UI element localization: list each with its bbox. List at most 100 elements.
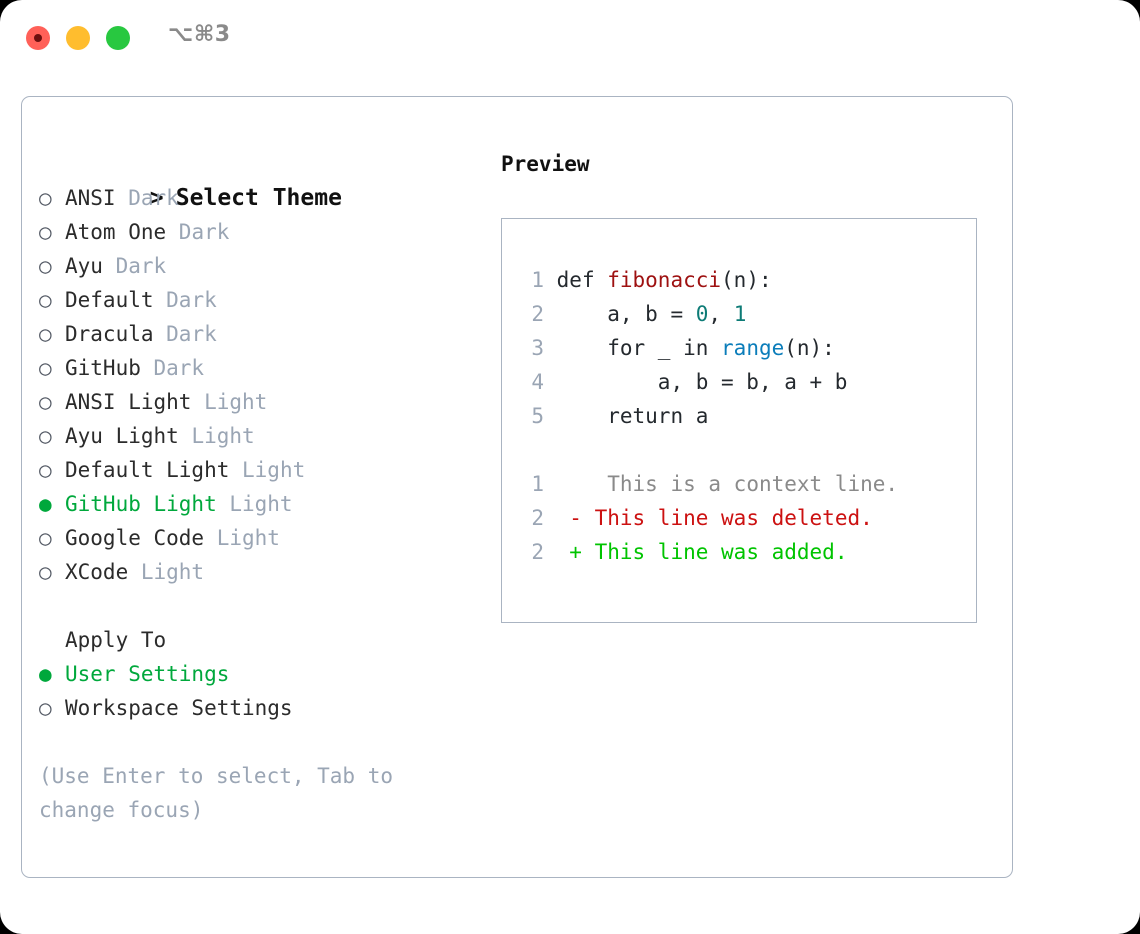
line-number: 4: [531, 370, 544, 394]
code-token: a, b =: [556, 302, 696, 326]
line-number: 2: [531, 302, 544, 326]
code-line: 2 a, b = 0, 1: [522, 297, 847, 331]
keyboard-shortcut-label: ⌥⌘3: [168, 22, 231, 47]
radio-unselected-icon: ○: [39, 560, 52, 584]
line-number: 3: [531, 336, 544, 360]
theme-item-label: Google Code: [65, 526, 205, 550]
radio-unselected-icon: ○: [39, 390, 52, 414]
radio-unselected-icon: ○: [39, 696, 52, 720]
theme-item[interactable]: ○Google Code Light: [39, 521, 479, 555]
theme-item[interactable]: ○ANSI Dark: [39, 181, 479, 215]
radio-unselected-icon: ○: [39, 356, 52, 380]
code-line: 1 def fibonacci(n):: [522, 263, 847, 297]
radio-unselected-icon: ○: [39, 288, 52, 312]
theme-list: ○ANSI Dark○Atom One Dark○Ayu Dark○Defaul…: [39, 181, 479, 589]
code-token: 1: [733, 302, 747, 326]
preview-pane: Preview 1 def fibonacci(n):2 a, b = 0, 1…: [501, 147, 981, 623]
theme-item-tag: Dark: [102, 254, 167, 278]
diff-marker: [569, 472, 582, 496]
close-button[interactable]: [26, 26, 50, 50]
theme-item-tag: Light: [204, 526, 280, 550]
code-token: 0: [695, 302, 709, 326]
theme-item[interactable]: ○ Default Light Light: [39, 453, 479, 487]
theme-item-label: GitHub Light: [65, 492, 217, 516]
list-spacer: [39, 589, 479, 623]
theme-item-tag: Dark: [140, 356, 205, 380]
theme-item-label: Dracula: [65, 322, 154, 346]
title-bar: ⌥⌘3: [0, 0, 1140, 78]
theme-item-label: Ayu: [65, 254, 103, 278]
theme-item[interactable]: ○ XCode Light: [39, 555, 479, 589]
code-line: 5 return a: [522, 399, 847, 433]
theme-item-label: Ayu Light: [65, 424, 179, 448]
apply-to-list: ● User Settings ○Workspace Settings: [39, 657, 479, 725]
theme-item-label: ANSI Light: [65, 390, 192, 414]
diff-marker: +: [569, 540, 582, 564]
code-token: fibonacci: [607, 268, 722, 292]
preview-title: Preview: [501, 152, 590, 176]
theme-item[interactable]: ○ Ayu Light Light: [39, 419, 479, 453]
code-token: ,: [708, 302, 734, 326]
theme-item-label: GitHub: [65, 356, 141, 380]
diff-line: 2 - This line was deleted.: [522, 501, 898, 535]
line-number: 5: [531, 404, 544, 428]
theme-item[interactable]: ○ GitHub Dark: [39, 351, 479, 385]
line-number: 1: [531, 472, 544, 496]
line-number: 2: [531, 506, 544, 530]
radio-selected-icon: ●: [39, 492, 52, 516]
theme-item-tag: Light: [191, 390, 268, 414]
apply-to-item[interactable]: ○Workspace Settings: [39, 691, 479, 725]
keyboard-hint: (Use Enter to select, Tab to change focu…: [39, 764, 394, 822]
radio-unselected-icon: ○: [39, 220, 52, 244]
radio-unselected-icon: ○: [39, 458, 52, 482]
caret-icon: >: [149, 185, 164, 211]
theme-item-tag: Dark: [166, 220, 230, 244]
content-card: >Select Theme ○ANSI Dark○Atom One Dark○A…: [21, 96, 1013, 878]
theme-item-tag: Light: [178, 424, 255, 448]
diff-text: This is a context line.: [581, 472, 899, 496]
theme-item-tag: Dark: [153, 288, 217, 312]
diff-text: This line was deleted.: [581, 506, 873, 530]
theme-picker-heading-label: Select Theme: [175, 185, 342, 211]
code-token: return a: [556, 404, 709, 428]
radio-selected-icon: ●: [39, 662, 52, 686]
theme-item[interactable]: ○ Atom One Dark: [39, 215, 479, 249]
apply-to-item[interactable]: ● User Settings: [39, 657, 479, 691]
diff-text: This line was added.: [581, 540, 848, 564]
diff-line: 2 + This line was added.: [522, 535, 898, 569]
theme-item-tag: Light: [128, 560, 205, 584]
window-controls: [26, 26, 130, 50]
code-token: (n):: [784, 336, 835, 360]
diff-line: 1 This is a context line.: [522, 467, 898, 501]
theme-item[interactable]: ○ Default Dark: [39, 283, 479, 317]
code-token: for _ in: [556, 336, 722, 360]
theme-item-label: XCode: [65, 560, 129, 584]
radio-unselected-icon: ○: [39, 254, 52, 278]
code-token: def: [556, 268, 608, 292]
maximize-button[interactable]: [106, 26, 130, 50]
radio-unselected-icon: ○: [39, 424, 52, 448]
code-token: a, b = b, a + b: [556, 370, 848, 394]
theme-item-label: Atom One: [65, 220, 167, 244]
theme-item-label: Default: [65, 288, 154, 312]
minimize-button[interactable]: [66, 26, 90, 50]
line-number: 2: [531, 540, 544, 564]
theme-picker-heading: > Select Theme: [39, 147, 479, 211]
theme-item[interactable]: ○Dracula Dark: [39, 317, 479, 351]
theme-item-label: Default Light: [65, 458, 230, 482]
theme-item-tag: Light: [229, 458, 306, 482]
apply-to-item-label: User Settings: [65, 662, 230, 686]
code-token: range: [721, 336, 785, 360]
radio-unselected-icon: ○: [39, 186, 52, 210]
code-token: (n):: [721, 268, 772, 292]
theme-item[interactable]: ●GitHub Light Light: [39, 487, 479, 521]
theme-item[interactable]: ○ ANSI Light Light: [39, 385, 479, 419]
theme-item-tag: Dark: [115, 186, 179, 210]
code-line: 3 for _ in range(n):: [522, 331, 847, 365]
theme-item[interactable]: ○ Ayu Dark: [39, 249, 479, 283]
apply-to-heading: Apply To: [65, 628, 167, 652]
theme-item-tag: Dark: [153, 322, 217, 346]
